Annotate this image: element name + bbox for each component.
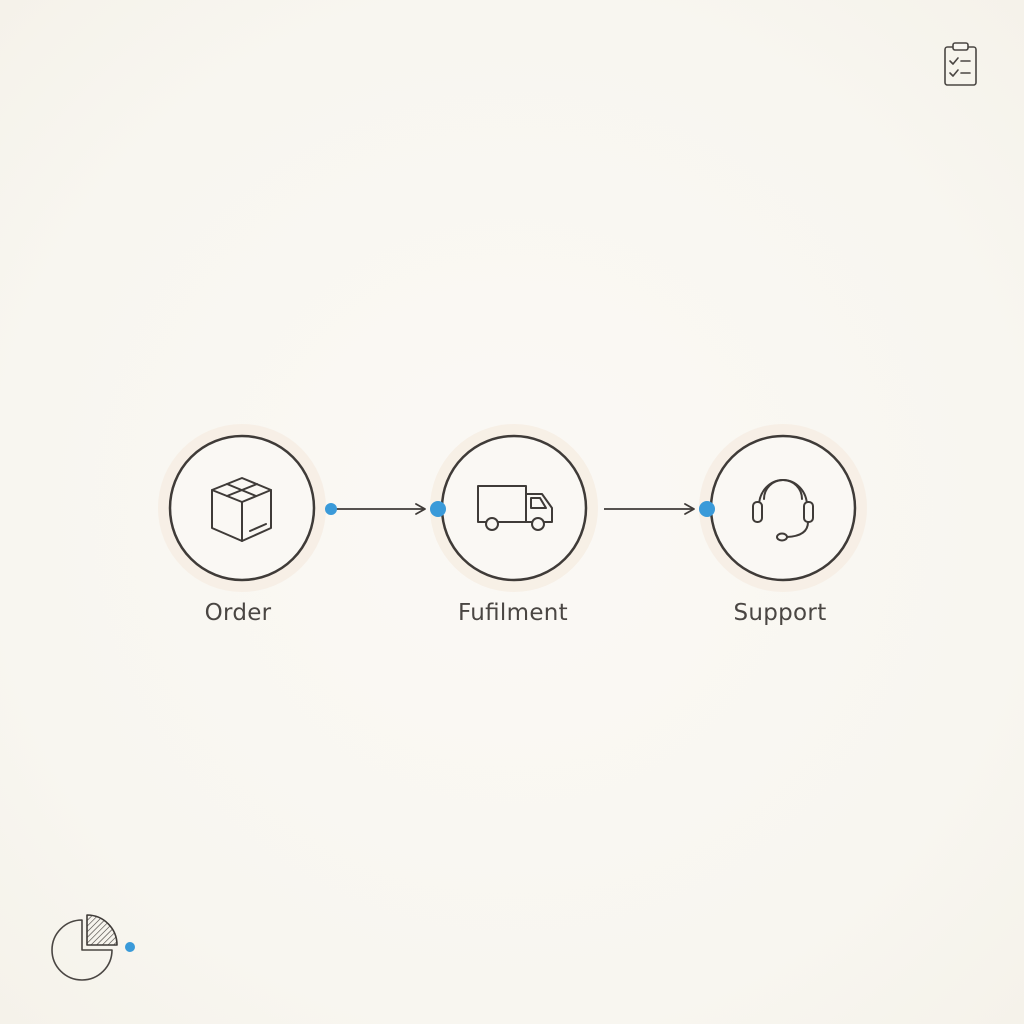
step-support	[699, 424, 867, 592]
step-order	[158, 424, 326, 592]
step-circle	[440, 434, 588, 582]
step-circle	[709, 434, 857, 582]
step-label-fulfilment: Fuﬁlment	[458, 600, 568, 626]
headset-icon	[752, 479, 814, 542]
step-label-support: Support	[733, 600, 827, 626]
connector-order-to-fulfilment	[325, 503, 426, 515]
accent-dot	[125, 942, 135, 952]
pie-chart-icon	[51, 914, 135, 981]
connector-start-dot	[325, 503, 337, 515]
truck-icon	[477, 485, 553, 531]
step-label-order: Order	[204, 600, 272, 626]
clipboard-checklist-icon	[944, 42, 977, 86]
step-fulfilment	[430, 424, 598, 592]
input-port-dot	[699, 501, 715, 517]
input-port-dot	[430, 501, 446, 517]
box-icon	[211, 477, 272, 542]
